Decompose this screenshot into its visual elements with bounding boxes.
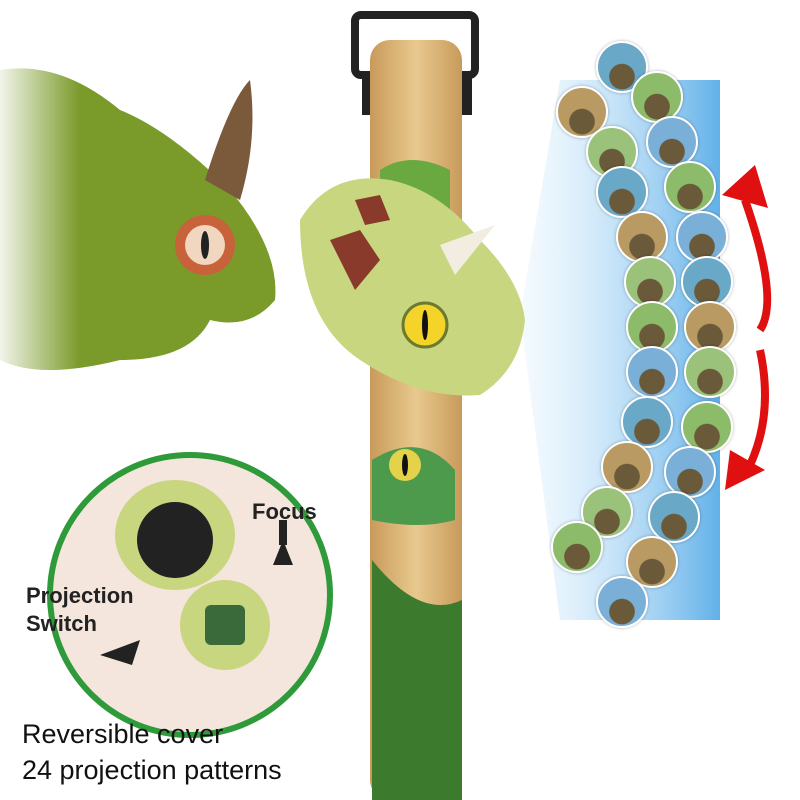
arrow-up-icon — [722, 165, 768, 208]
focus-pointer-arrow — [273, 540, 293, 565]
arrow-down-icon — [725, 450, 765, 490]
projection-pattern-disc — [631, 71, 683, 123]
projection-label-1: Projection — [26, 583, 134, 608]
watch-dino-head — [300, 178, 525, 396]
projection-pattern-disc — [596, 166, 648, 218]
projection-pattern-disc — [616, 211, 668, 263]
projection-pattern-disc — [596, 576, 648, 628]
focus-label: Focus — [252, 499, 317, 524]
projection-pattern-disc — [664, 161, 716, 213]
projection-pattern-disc — [648, 491, 700, 543]
projection-pattern-disc — [681, 256, 733, 308]
projection-pattern-disc — [624, 256, 676, 308]
triceratops-figure — [0, 60, 276, 380]
projection-pattern-disc — [664, 446, 716, 498]
projection-pattern-disc — [601, 441, 653, 493]
rotation-arrows — [741, 198, 772, 477]
switch-pointer-arrow — [100, 640, 140, 665]
projection-pattern-disc — [684, 346, 736, 398]
projection-label-2: Switch — [26, 611, 97, 636]
caption-reversible: Reversible cover — [22, 719, 224, 749]
caption-patterns: 24 projection patterns — [22, 755, 282, 785]
projection-pattern-disc — [626, 536, 678, 588]
projection-pattern-disc — [551, 521, 603, 573]
projection-pattern-disc — [676, 211, 728, 263]
watch-strap — [351, 11, 479, 800]
projection-pattern-disc — [681, 401, 733, 453]
projection-pattern-disc — [621, 396, 673, 448]
projection-pattern-disc — [684, 301, 736, 353]
projection-pattern-disc — [626, 346, 678, 398]
inset-closeup — [47, 452, 333, 738]
